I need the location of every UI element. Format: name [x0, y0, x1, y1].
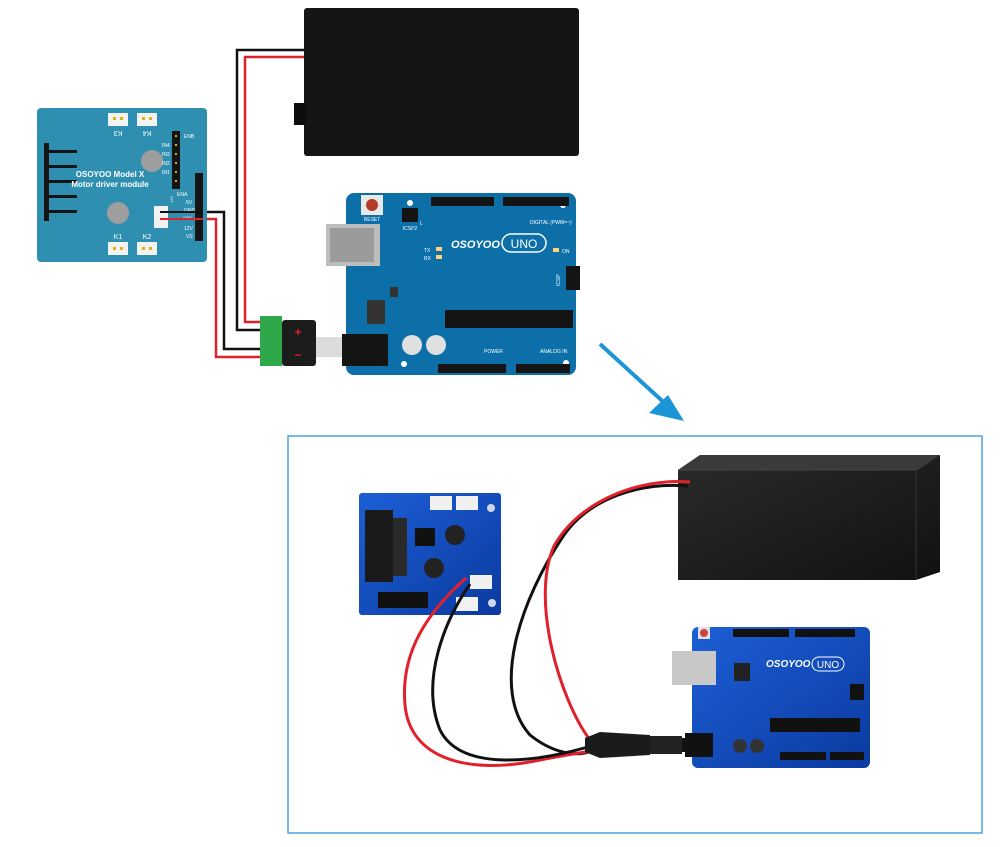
arduino-brand: OSOYOO	[451, 239, 500, 251]
svg-text:IN4: IN4	[162, 143, 170, 149]
photo-wires	[402, 480, 691, 767]
terminal-k4: K4	[137, 113, 157, 136]
motor-driver-module: K3 K4 K1 K2 OSOYOO Model X Motor driver …	[37, 108, 207, 262]
svg-text:ON: ON	[562, 249, 570, 255]
svg-text:IN3: IN3	[162, 152, 170, 158]
connector-minus-label: −	[294, 348, 301, 362]
svg-text:12V: 12V	[184, 226, 194, 232]
svg-text:RX: RX	[424, 256, 432, 262]
svg-text:ICSP2: ICSP2	[403, 226, 418, 232]
terminal-k1: K1	[108, 234, 128, 255]
svg-text:GND: GND	[183, 215, 192, 220]
photo-driver-module	[359, 493, 501, 615]
svg-text:RESET: RESET	[364, 217, 381, 223]
svg-text:12V: 12V	[169, 196, 174, 203]
svg-text:K4: K4	[143, 129, 152, 136]
arrow-icon	[598, 342, 684, 421]
battery-box	[294, 8, 579, 156]
svg-text:K3: K3	[114, 129, 123, 136]
battery-wires	[205, 48, 304, 359]
arduino-model: UNO	[511, 237, 538, 251]
svg-text:ICSP: ICSP	[556, 274, 562, 286]
svg-text:L: L	[420, 221, 423, 227]
terminal-k2: K2	[137, 234, 157, 255]
svg-text:IN1: IN1	[162, 170, 170, 176]
svg-text:K2: K2	[143, 234, 152, 241]
control-pin-header: ENB IN4 IN3 IN2 IN1 ENA	[162, 131, 195, 198]
photo-arduino-brand: OSOYOO	[766, 659, 811, 670]
dc-connector: + −	[260, 316, 346, 366]
svg-text:VS: VS	[186, 234, 193, 240]
svg-text:5V: 5V	[186, 200, 193, 206]
terminal-k3: K3	[108, 113, 128, 136]
arduino-illustration: RESET ICSP2 DIGITAL (PWM=~) L TX RX OSOY…	[326, 193, 580, 375]
svg-text:K1: K1	[114, 234, 123, 241]
connector-plus-label: +	[294, 325, 301, 339]
svg-text:ENB: ENB	[184, 134, 195, 140]
photo-battery-box	[678, 455, 940, 580]
driver-title-line2: Motor driver module	[71, 180, 149, 189]
photo-arduino-model: UNO	[817, 660, 839, 671]
svg-text:IN2: IN2	[162, 161, 170, 167]
driver-title-line1: OSOYOO Model X	[76, 170, 145, 179]
svg-text:TX: TX	[424, 248, 431, 254]
svg-text:ANALOG IN: ANALOG IN	[540, 349, 568, 355]
svg-text:POWER: POWER	[484, 349, 503, 355]
svg-text:DIGITAL (PWM=~): DIGITAL (PWM=~)	[530, 220, 572, 226]
photo-arduino: OSOYOO UNO	[672, 627, 870, 768]
svg-text:ENA: ENA	[177, 192, 188, 198]
